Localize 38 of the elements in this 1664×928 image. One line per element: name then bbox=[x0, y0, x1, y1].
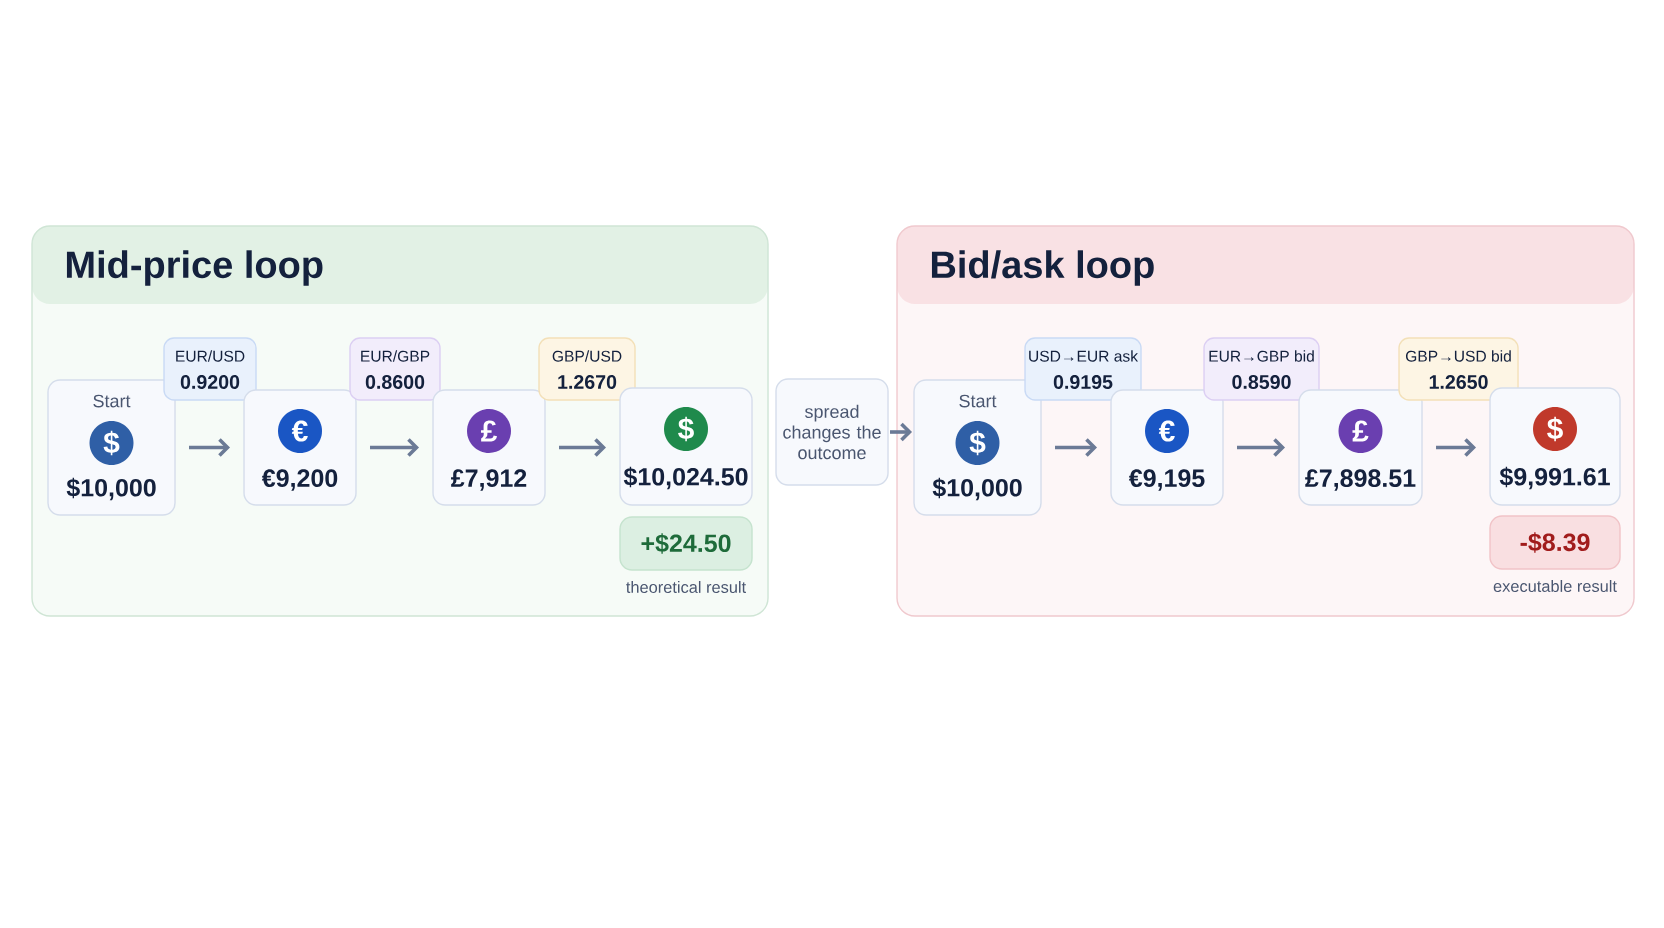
value-card bbox=[1489, 387, 1621, 506]
amount: £7,898.51 bbox=[1305, 469, 1416, 491]
arrow bbox=[1436, 438, 1476, 457]
amount: $10,000 bbox=[932, 477, 1022, 501]
result-caption: executable result bbox=[1493, 580, 1617, 593]
value-card bbox=[913, 379, 1042, 516]
panel-title: Bid/ask loop bbox=[931, 250, 1154, 286]
rate-tag: GBP→USD bid 1.2650 bbox=[1398, 337, 1519, 401]
amount: $10,024.50 bbox=[623, 466, 748, 490]
result-caption: theoretical result bbox=[626, 581, 746, 594]
start-label: Start bbox=[959, 394, 997, 408]
amount: €9,195 bbox=[1128, 469, 1205, 491]
amount: $9,991.61 bbox=[1499, 466, 1610, 490]
rate-tag: GBP/USD 1.2670 bbox=[538, 337, 636, 401]
arrow bbox=[1237, 438, 1285, 457]
arrow bbox=[189, 438, 230, 457]
value-card bbox=[1110, 389, 1224, 506]
rate-tag: USD→EUR ask 0.9195 bbox=[1024, 337, 1142, 401]
arrow bbox=[1055, 438, 1097, 457]
arrow bbox=[890, 422, 912, 442]
arrow bbox=[370, 438, 419, 457]
arrow bbox=[559, 438, 606, 457]
panel-title: Mid-price loop bbox=[66, 250, 323, 286]
value-card bbox=[619, 387, 753, 506]
value-card bbox=[47, 379, 176, 516]
rate-tag: EUR/GBP 0.8600 bbox=[349, 337, 441, 401]
note-box: spread changes the outcome bbox=[775, 378, 889, 486]
rate-tag: EUR/USD 0.9200 bbox=[163, 337, 257, 401]
value-card bbox=[432, 389, 546, 506]
result-badge: -$8.39 bbox=[1489, 515, 1621, 570]
start-label: Start bbox=[93, 394, 131, 408]
value-card bbox=[1298, 389, 1423, 506]
amount: €9,200 bbox=[261, 469, 338, 491]
amount: $10,000 bbox=[66, 477, 156, 501]
result-badge: +$24.50 bbox=[619, 516, 753, 571]
value-card bbox=[243, 389, 357, 506]
rate-tag: EUR→GBP bid 0.8590 bbox=[1203, 337, 1320, 401]
amount: £7,912 bbox=[451, 469, 527, 491]
